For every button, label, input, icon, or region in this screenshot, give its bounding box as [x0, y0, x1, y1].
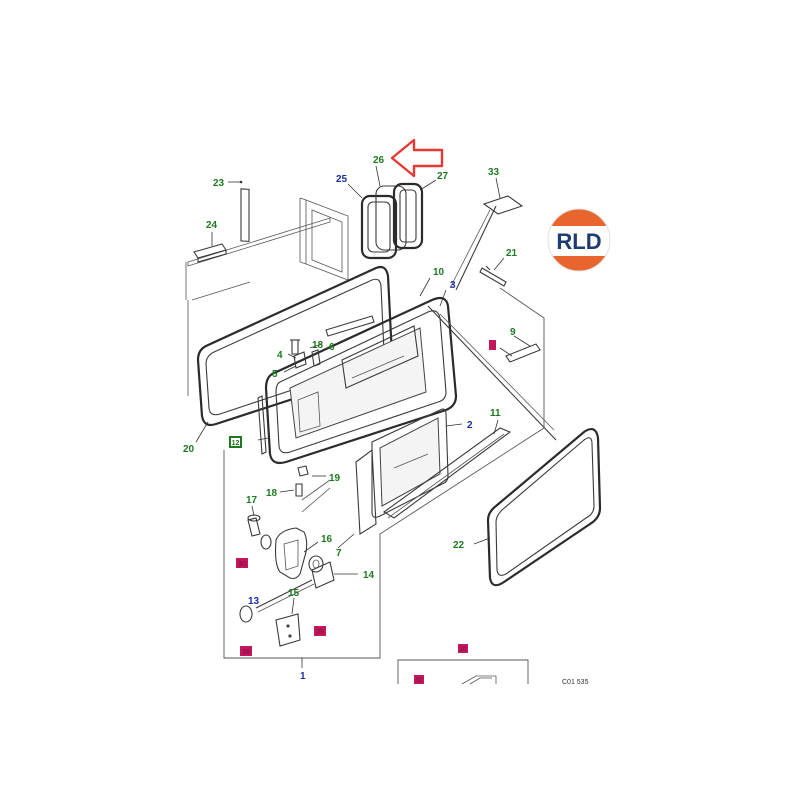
guide-rods: [427, 205, 557, 441]
tag-inset-top-label: 10: [460, 647, 467, 653]
callout-10: 10: [433, 267, 445, 278]
tag-boxes: 12 8 30 28 29 10 32: [229, 340, 496, 684]
callout-11: 11: [490, 408, 501, 419]
pin-part-21: [479, 257, 507, 287]
tag-bottom-label: 28: [242, 649, 250, 656]
tag-8-box: [489, 340, 496, 350]
callout-26: 26: [373, 155, 385, 166]
callout-21: 21: [506, 248, 518, 259]
callout-24: 24: [206, 220, 218, 231]
callout-9: 9: [510, 327, 516, 338]
tag-plate-box: [314, 626, 326, 636]
handle-assembly: [239, 437, 358, 647]
callout-2: 2: [467, 420, 473, 431]
callout-14: 14: [363, 570, 375, 581]
drawing-code: C01 535: [562, 679, 589, 686]
window-pane-part-2: [355, 408, 463, 535]
callout-3: 3: [450, 280, 456, 291]
tag-12-label: 12: [232, 440, 240, 447]
callout-20: 20: [183, 444, 195, 455]
tag-inset-top-box: [458, 644, 468, 653]
callout-5: 5: [272, 369, 278, 380]
callout-1: 1: [300, 671, 306, 682]
callout-7: 7: [336, 548, 342, 559]
seal-strip-part-23: [228, 180, 250, 243]
callout-17: 17: [246, 495, 258, 506]
callout-16: 16: [321, 534, 333, 545]
clip-part-24: [193, 232, 227, 263]
tag-bottom-box: [240, 646, 252, 656]
channel-part-11: [383, 419, 512, 519]
logo-text: RLD: [556, 229, 601, 254]
tag-plate-label: 29: [316, 629, 324, 636]
callout-22: 22: [453, 540, 465, 551]
rail-part-9: [499, 335, 541, 363]
tag-lower-left-label: 30: [238, 561, 246, 568]
callout-4: 4: [277, 350, 283, 361]
tag-8-label: 8: [491, 344, 495, 350]
seal-part-22: [473, 428, 602, 587]
callout-19: 19: [329, 473, 341, 484]
seal-set-25-26-27: [347, 165, 437, 260]
pad-part-33: [482, 177, 524, 215]
callout-23: 23: [213, 178, 225, 189]
callout-labels: 1 2 3 4 5 6 7 9 10 11 13 14 15 16 17 18 …: [183, 155, 518, 682]
callout-27: 27: [437, 171, 449, 182]
assembly-bracket-part-1: [223, 287, 545, 668]
callout-18-upper: 18: [312, 340, 324, 351]
tag-inset-left-box: [414, 675, 424, 684]
inset-detail-box: [397, 659, 529, 685]
callout-25: 25: [336, 174, 348, 185]
highlight-arrow-icon: [390, 138, 444, 178]
callout-6: 6: [329, 342, 335, 353]
sliding-window-assembly: [257, 277, 458, 465]
tag-lower-left-box: [236, 558, 248, 568]
rld-logo: RLD: [547, 208, 611, 272]
callout-18-lower: 18: [266, 488, 278, 499]
callout-33: 33: [488, 167, 500, 178]
vehicle-body-frame: [185, 197, 349, 396]
catch-parts-4-5-6-18: [283, 339, 323, 373]
callout-13: 13: [248, 596, 260, 607]
tag-inset-left-label: 32: [416, 678, 423, 684]
callout-15: 15: [288, 588, 300, 599]
